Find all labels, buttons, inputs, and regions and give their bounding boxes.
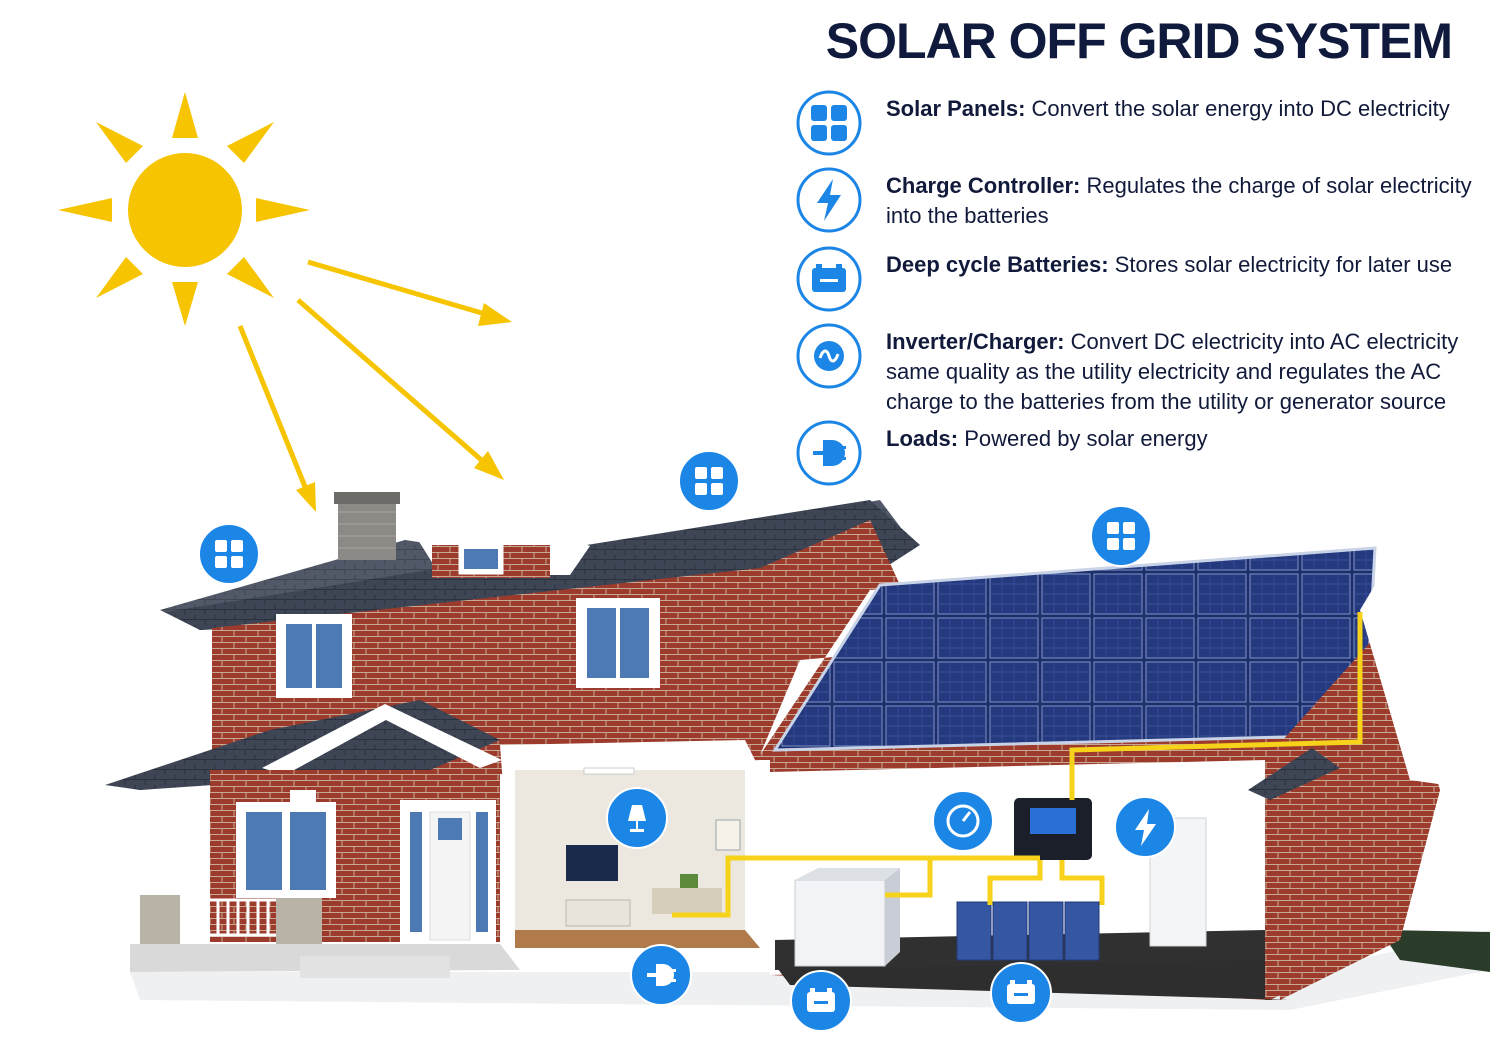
battery-icon bbox=[790, 970, 852, 1032]
legend-term: Inverter/Charger: bbox=[886, 329, 1065, 354]
sunlight-arrows bbox=[237, 259, 512, 512]
solar-array bbox=[775, 548, 1375, 750]
legend-term: Charge Controller: bbox=[886, 173, 1081, 198]
lamp-icon bbox=[606, 787, 668, 849]
legend-term: Loads: bbox=[886, 426, 959, 451]
lightning-bolt-icon bbox=[1114, 796, 1176, 858]
legend-description: Regulates the charge of solar electricit… bbox=[886, 173, 1472, 228]
plug-icon bbox=[796, 420, 862, 486]
solar-panel-icon bbox=[1090, 505, 1152, 567]
legend-term: Solar Panels: bbox=[886, 96, 1026, 121]
legend-description: Powered by solar energy bbox=[964, 426, 1208, 451]
legend-description: Stores solar electricity for later use bbox=[1114, 252, 1453, 277]
battery-icon bbox=[796, 246, 862, 312]
sine-wave-icon bbox=[796, 323, 862, 389]
legend-description: Convert DC electricity into AC electrici… bbox=[886, 329, 1459, 414]
legend-term: Deep cycle Batteries: bbox=[886, 252, 1109, 277]
main-house bbox=[105, 492, 920, 978]
solar-panel-icon bbox=[796, 90, 862, 156]
sun bbox=[58, 92, 310, 326]
wiring bbox=[672, 612, 1363, 918]
garage-section bbox=[760, 545, 1445, 1000]
page-title: SOLAR OFF GRID SYSTEM bbox=[825, 13, 1453, 69]
lightning-bolt-icon bbox=[796, 167, 862, 233]
solar-panel-icon bbox=[198, 523, 260, 585]
battery-icon bbox=[990, 962, 1052, 1024]
plug-icon bbox=[630, 944, 692, 1006]
gauge-icon bbox=[932, 790, 994, 852]
legend-description: Convert the solar energy into DC electri… bbox=[1031, 96, 1450, 121]
solar-panel-icon bbox=[678, 450, 740, 512]
